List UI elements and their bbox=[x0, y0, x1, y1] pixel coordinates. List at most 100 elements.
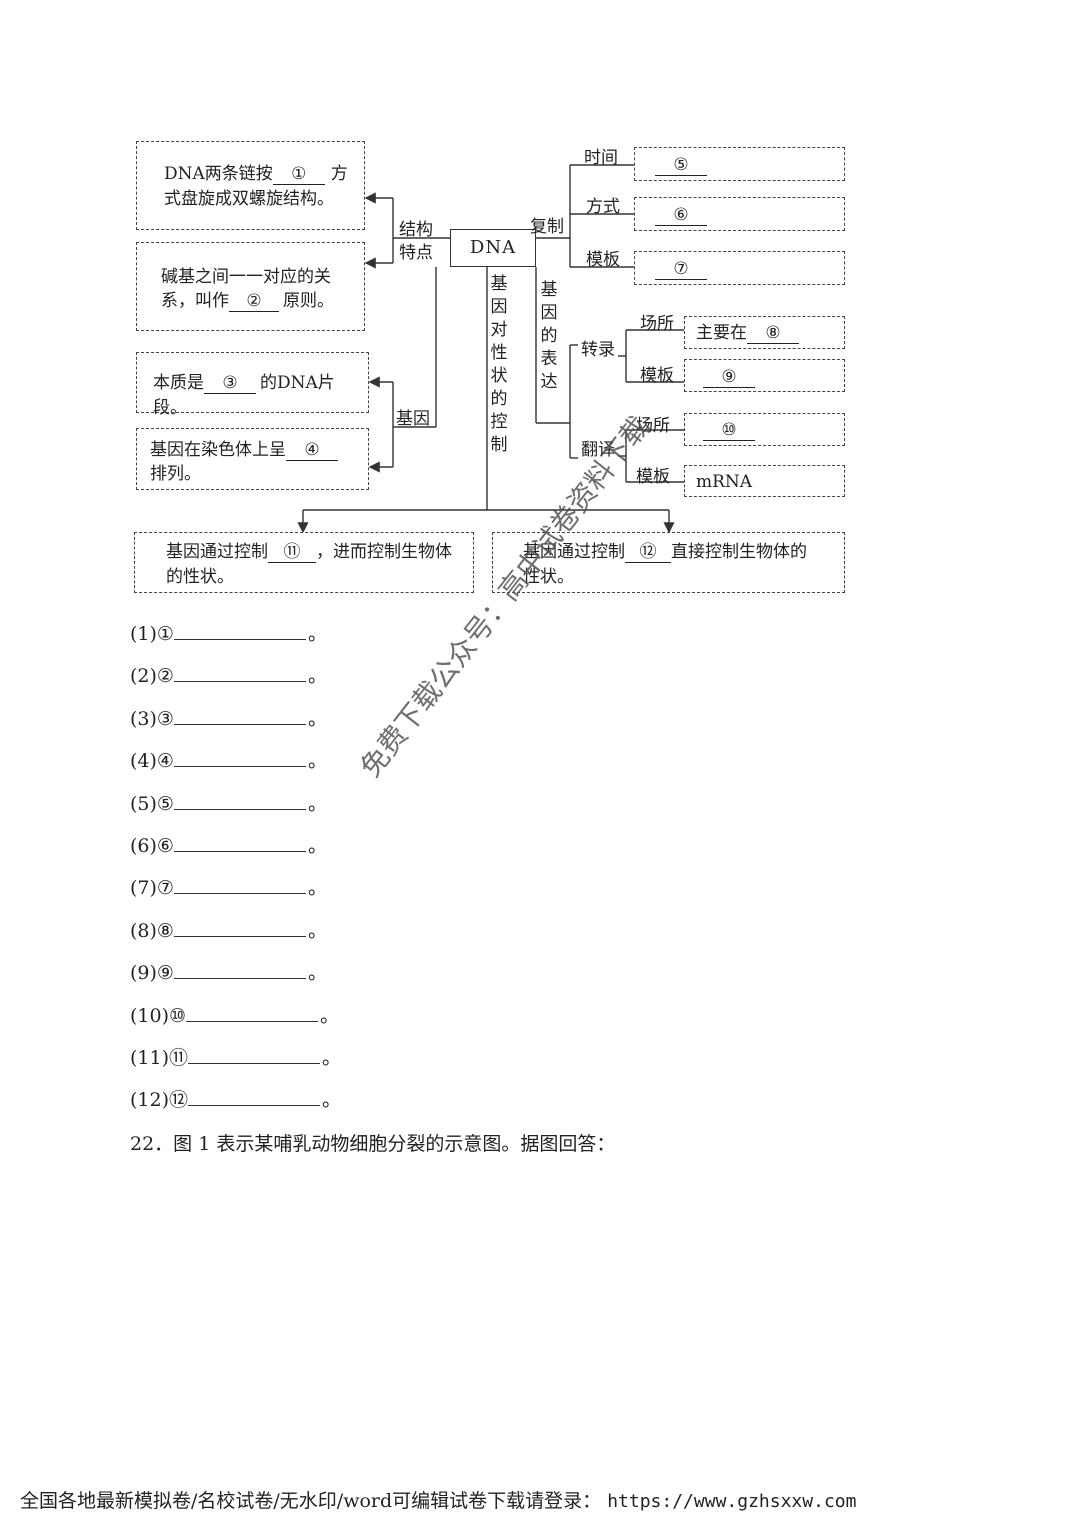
gene-label: 基因 bbox=[396, 409, 430, 429]
structure-label-1: 结构 bbox=[399, 220, 433, 240]
site-label-1: 场所 bbox=[640, 314, 674, 334]
answer-number: (12)⑫ bbox=[130, 1089, 189, 1112]
answer-blank[interactable] bbox=[188, 1087, 321, 1107]
box12-text: 基因通过控制 bbox=[523, 542, 625, 562]
box8-text: 主要在 bbox=[696, 323, 747, 343]
answer-line: (2)②。 bbox=[130, 663, 327, 689]
blank-4: ④ bbox=[286, 440, 338, 461]
box4-text: 基因在染色体上呈 bbox=[150, 440, 286, 460]
answer-period: 。 bbox=[307, 707, 327, 730]
answer-blank[interactable] bbox=[173, 663, 306, 683]
answer-line: (4)④ 。 bbox=[130, 748, 327, 774]
answer-line: (12)⑫ 。 bbox=[130, 1087, 341, 1113]
box1-text: DNA两条链按 bbox=[164, 164, 273, 184]
box-mrna: mRNA bbox=[684, 465, 845, 497]
dna-node: DNA bbox=[450, 229, 536, 267]
mode-label: 方式 bbox=[586, 197, 620, 217]
box11-text: 基因通过控制 bbox=[166, 542, 268, 562]
answer-number: (4)④ bbox=[130, 750, 174, 773]
answer-blank[interactable] bbox=[173, 875, 306, 895]
template-label: 模板 bbox=[586, 250, 620, 270]
translation-label: 翻译 bbox=[581, 440, 615, 460]
answer-period: 。 bbox=[320, 1004, 340, 1027]
answer-number: (8)⑧ bbox=[130, 919, 174, 942]
blank-12: ⑫ bbox=[625, 542, 671, 563]
answer-period: 。 bbox=[322, 1089, 342, 1112]
footer: 全国各地最新模拟卷/名校试卷/无水印/word可编辑试卷下载请登录： https… bbox=[20, 1486, 856, 1513]
box2-text: 系，叫作 bbox=[161, 291, 229, 311]
footer-text: 全国各地最新模拟卷/名校试卷/无水印/word可编辑试卷下载请登录： bbox=[20, 1490, 602, 1512]
box3-text-end: 的DNA片段。 bbox=[153, 373, 335, 418]
blank-7: ⑦ bbox=[655, 259, 707, 280]
answer-period: 。 bbox=[307, 877, 327, 900]
box12-text-end: 直接控制生物体的 bbox=[671, 542, 807, 562]
structure-label-2: 特点 bbox=[399, 243, 433, 263]
blank-10: ⑩ bbox=[703, 420, 755, 441]
answer-period: 。 bbox=[307, 835, 327, 857]
blank-6: ⑥ bbox=[655, 205, 707, 226]
transcription-label: 转录 bbox=[581, 340, 615, 360]
box12-line2: 性状。 bbox=[523, 567, 574, 587]
answer-number: (9)⑨ bbox=[130, 962, 174, 985]
answer-blank[interactable] bbox=[173, 918, 306, 937]
answer-blank[interactable] bbox=[173, 748, 306, 768]
blank-11: ⑪ bbox=[268, 542, 316, 563]
answer-blank[interactable] bbox=[173, 833, 306, 852]
answer-blank[interactable] bbox=[173, 960, 306, 980]
box-7: ⑦ bbox=[634, 251, 845, 285]
expression-label: 基 因 的 表 达 bbox=[540, 280, 558, 392]
blank-8: ⑧ bbox=[747, 323, 799, 344]
box4-line2: 排列。 bbox=[150, 464, 201, 484]
box11-text-end: ，进而控制生物体 bbox=[316, 542, 452, 562]
control-label: 基 因 对 性 状 的 控 制 bbox=[490, 274, 508, 455]
time-label: 时间 bbox=[584, 148, 618, 168]
question-22: 22．图 1 表示某哺乳动物细胞分裂的示意图。据图回答： bbox=[130, 1133, 616, 1155]
answer-number: (7)⑦ bbox=[130, 877, 174, 900]
answer-number: (5)⑤ bbox=[130, 792, 174, 815]
answer-line: (8)⑧。 bbox=[130, 918, 327, 944]
box3-text: 本质是 bbox=[153, 373, 204, 393]
answer-number: (11)⑪ bbox=[130, 1047, 189, 1069]
mrna-text: mRNA bbox=[696, 472, 753, 492]
connector-lines bbox=[297, 164, 684, 534]
answer-number: (3)③ bbox=[130, 707, 174, 730]
box2-line1: 碱基之间一一对应的关 bbox=[161, 267, 331, 287]
answer-blank[interactable] bbox=[186, 1003, 319, 1022]
answer-line: (7)⑦ 。 bbox=[130, 875, 327, 901]
answer-period: 。 bbox=[307, 792, 327, 815]
answer-line: (9)⑨。 bbox=[130, 960, 327, 986]
answer-period: 。 bbox=[322, 1047, 342, 1069]
site-label-2: 场所 bbox=[636, 416, 670, 436]
blank-9: ⑨ bbox=[703, 367, 755, 388]
box1-line2: 式盘旋成双螺旋结构。 bbox=[164, 189, 334, 209]
answer-number: (10)⑩ bbox=[130, 1004, 187, 1027]
replication-label: 复制 bbox=[530, 217, 564, 237]
answer-blank[interactable] bbox=[188, 1045, 321, 1064]
answer-line: (5)⑤ 。 bbox=[130, 791, 327, 817]
answer-blank[interactable] bbox=[173, 621, 306, 640]
answer-number: (6)⑥ bbox=[130, 835, 174, 857]
box11-line2: 的性状。 bbox=[166, 567, 234, 587]
blank-5: ⑤ bbox=[655, 155, 707, 176]
answer-period: 。 bbox=[307, 665, 327, 688]
template-label-3: 模板 bbox=[636, 467, 670, 487]
blank-1: ① bbox=[272, 164, 325, 185]
answer-blank[interactable] bbox=[173, 791, 306, 810]
box-9: ⑨ bbox=[684, 359, 845, 392]
answer-blank[interactable] bbox=[173, 706, 306, 725]
box-5: ⑤ bbox=[634, 147, 845, 181]
box2-text-end: 原则。 bbox=[283, 291, 334, 311]
answer-period: 。 bbox=[307, 623, 327, 645]
answer-period: 。 bbox=[307, 750, 327, 773]
answer-line: (11)⑪ 。 bbox=[130, 1045, 341, 1071]
footer-url-link[interactable]: https://www.gzhsxxw.com bbox=[607, 1491, 857, 1512]
template-label-2: 模板 bbox=[640, 366, 674, 386]
answer-line: (1)①。 bbox=[130, 621, 327, 647]
box-6: ⑥ bbox=[634, 197, 845, 231]
